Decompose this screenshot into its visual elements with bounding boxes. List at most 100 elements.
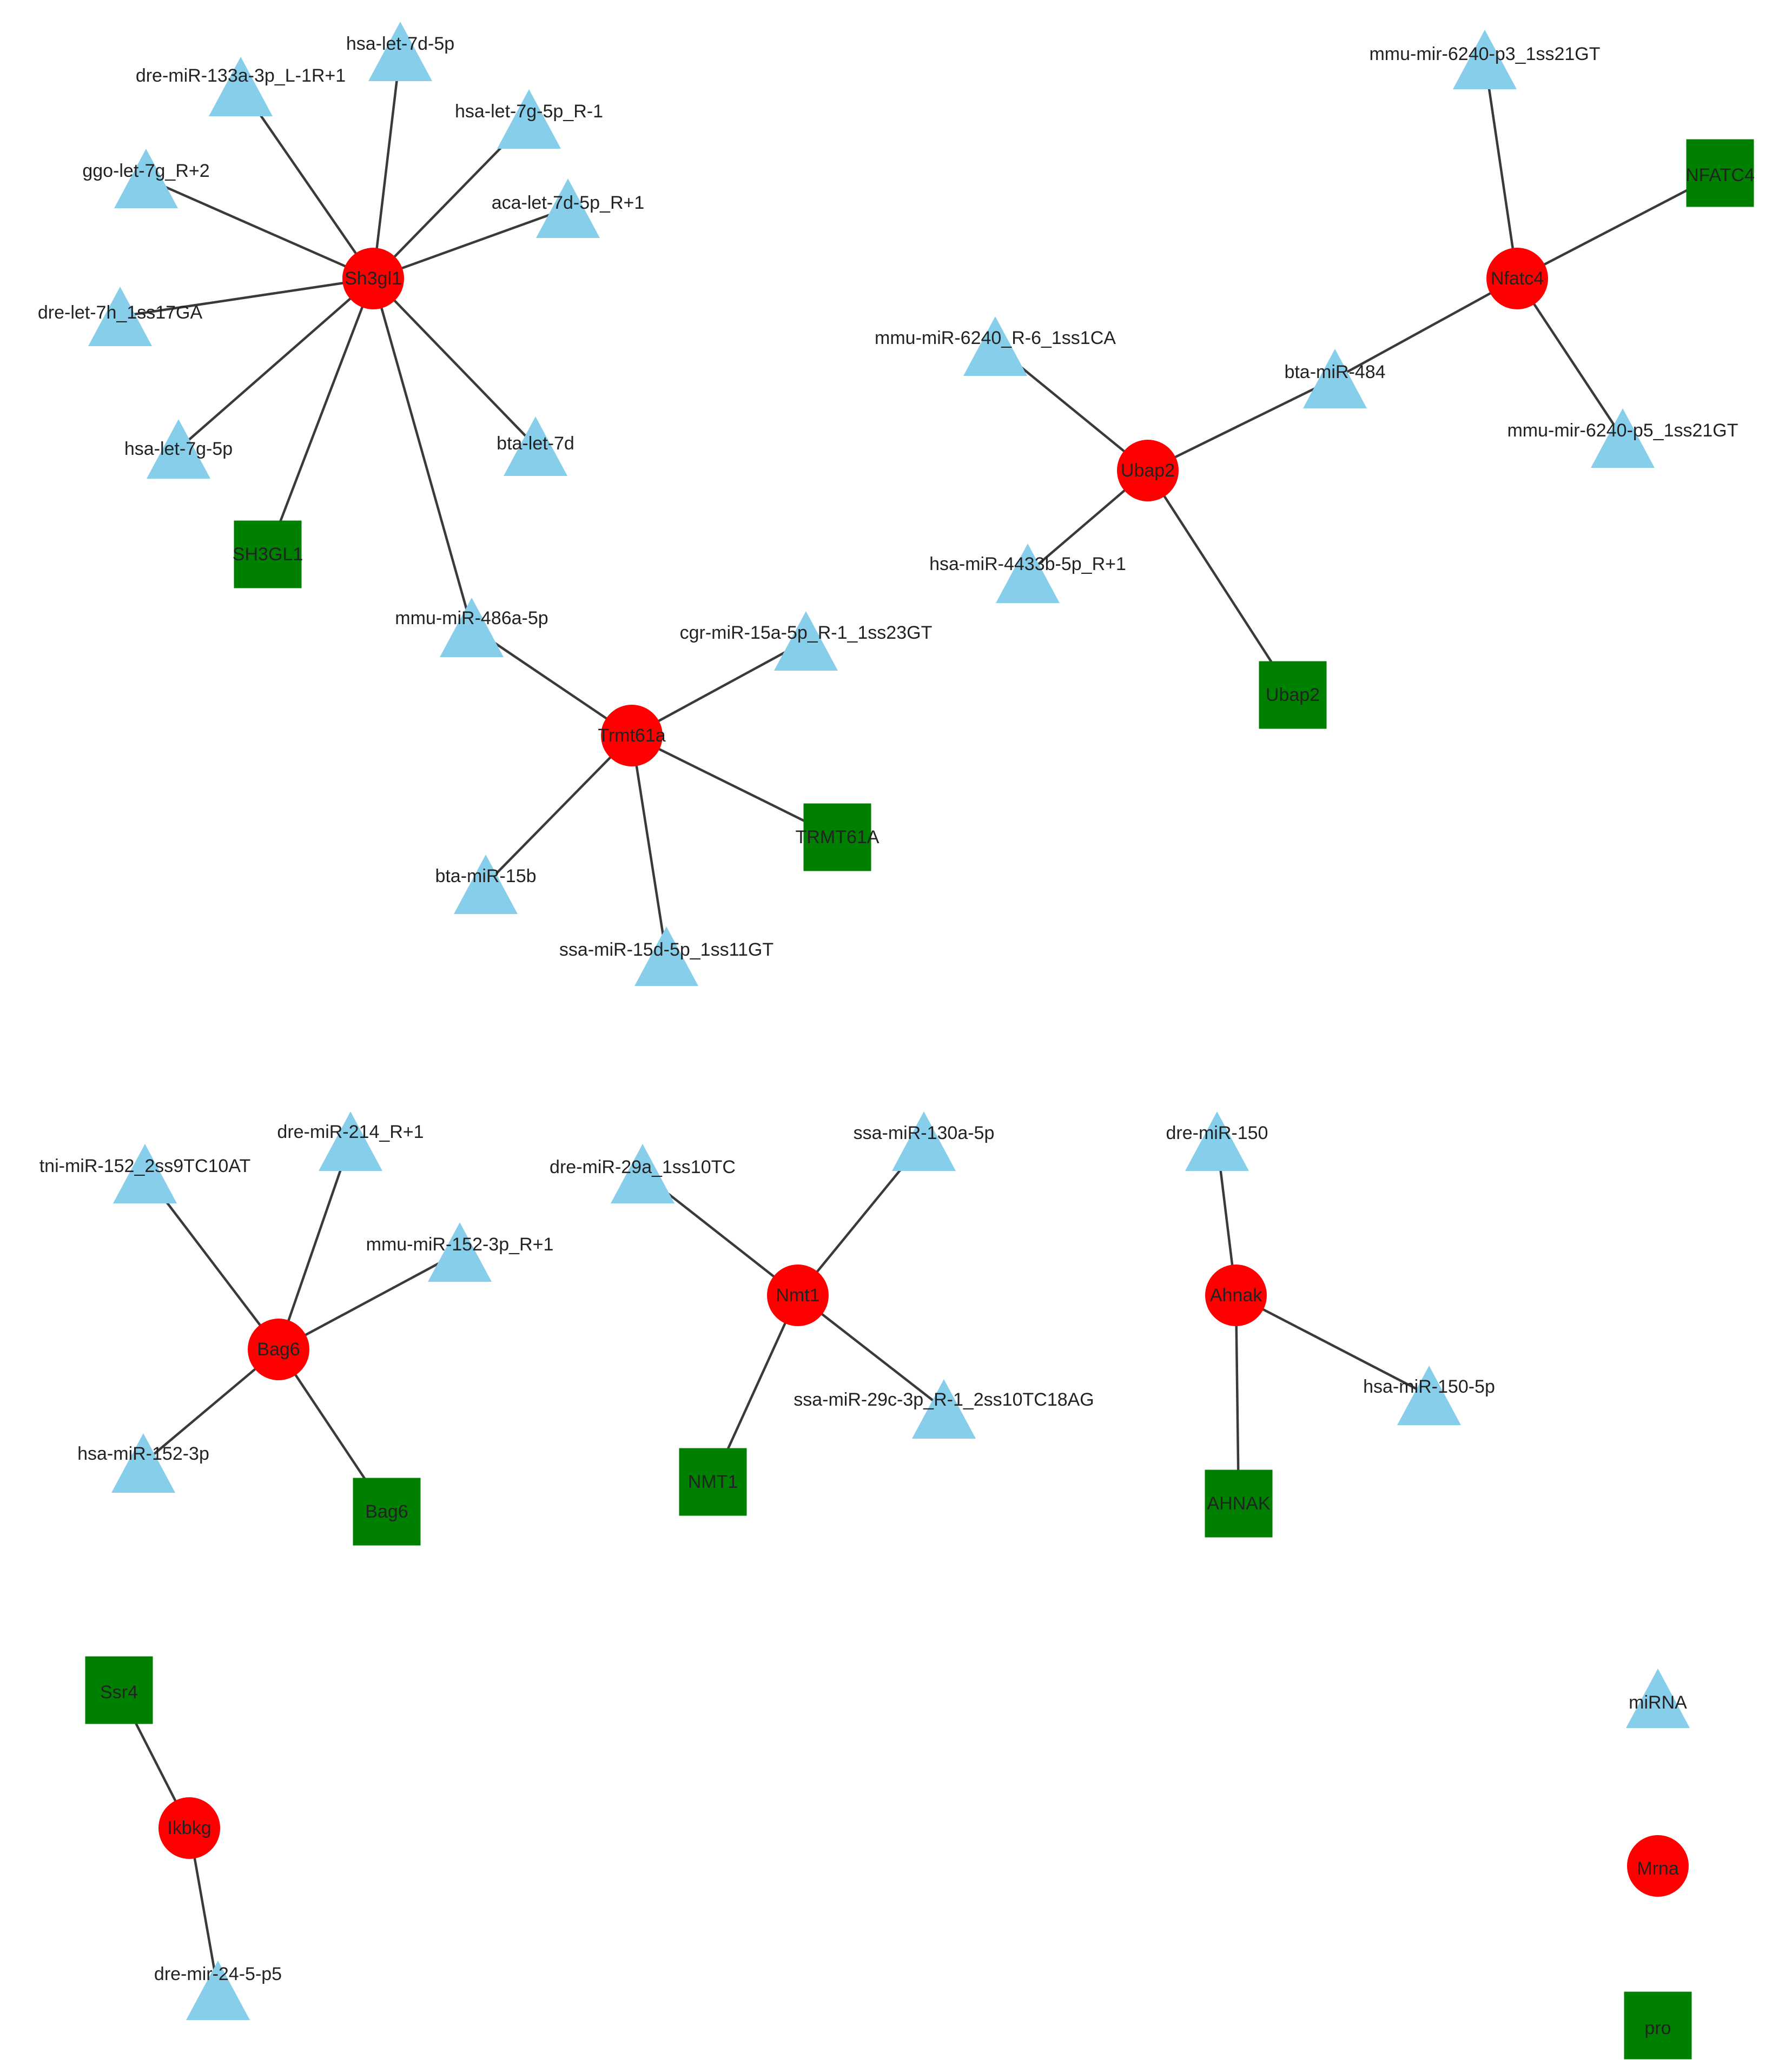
- legend-mirna-swatch: [1626, 1669, 1690, 1728]
- mirna-triangle: [963, 316, 1027, 376]
- pro-label: NFATC4: [1685, 165, 1755, 186]
- mirna-node-ssa-mir-29c-3p-r-1-2ss10tc18ag: ssa-miR-29c-3p_R-1_2ss10TC18AG: [794, 1379, 1094, 1439]
- edge-trmt61a-m9: [471, 626, 633, 737]
- edge-nfatc4-m10: [1483, 59, 1519, 279]
- pro-label: Ssr4: [100, 1682, 138, 1703]
- mirna-label: ssa-miR-130a-5p: [854, 1123, 995, 1143]
- mirna-node-hsa-mir-4433b-5p-r-1: hsa-miR-4433b-5p_R+1: [929, 544, 1126, 603]
- pro-node-sh3gl1: SH3GL1: [233, 520, 303, 588]
- mirna-label: hsa-let-7d-5p: [346, 34, 454, 54]
- mrna-label: Nfatc4: [1491, 268, 1544, 289]
- pro-node-nfatc4: NFATC4: [1685, 139, 1755, 207]
- mrna-circle: [158, 1797, 220, 1859]
- mrna-circle: [1486, 248, 1548, 309]
- mrna-node-sh3gl1: Sh3gl1: [342, 248, 404, 309]
- mirna-node-dre-mir-24-5-p5: dre-mir-24-5-p5: [154, 1961, 282, 2020]
- pro-node-ahnak: AHNAK: [1205, 1469, 1273, 1538]
- mrna-label: Ubap2: [1121, 460, 1175, 481]
- mirna-triangle: [454, 855, 518, 914]
- mirna-label: mmu-mir-6240-p5_1ss21GT: [1507, 420, 1738, 441]
- edge-trmt61a-m16: [485, 734, 633, 885]
- mirna-label: bta-miR-484: [1284, 362, 1385, 382]
- mrna-node-trmt61a: Trmt61a: [598, 705, 666, 766]
- mirna-label: hsa-miR-152-3p: [77, 1444, 209, 1464]
- mirna-label: bta-let-7d: [497, 433, 574, 454]
- protein-square: [1205, 1469, 1273, 1538]
- legend-mirna-label: miRNA: [1629, 1692, 1687, 1713]
- mirna-node-mmu-mir-6240-p5-1ss21gt: mmu-mir-6240-p5_1ss21GT: [1507, 408, 1738, 468]
- mirna-node-mmu-mir-486a-5p: mmu-miR-486a-5p: [395, 598, 548, 657]
- mirna-node-ggo-let-7g-r-2: ggo-let-7g_R+2: [82, 149, 210, 208]
- mirna-triangle: [1397, 1366, 1461, 1425]
- protein-square: [679, 1448, 747, 1516]
- mirna-label: ssa-miR-29c-3p_R-1_2ss10TC18AG: [794, 1389, 1094, 1410]
- protein-square: [85, 1656, 153, 1724]
- mirna-label: mmu-miR-6240_R-6_1ss1CA: [875, 328, 1116, 348]
- edge-nfatc4-m12: [1334, 277, 1518, 380]
- mirna-label: hsa-let-7g-5p: [124, 439, 233, 459]
- mirna-node-dre-let-7h-1ss17ga: dre-let-7h_1ss17GA: [38, 287, 203, 346]
- pro-label: TRMT61A: [796, 827, 880, 848]
- mrna-node-ubap2: Ubap2: [1117, 440, 1179, 501]
- edge-bag6-m18: [277, 1141, 352, 1350]
- mirna-node-tni-mir-152-2ss9tc10at: tni-miR-152_2ss9TC10AT: [39, 1144, 251, 1203]
- edge-ahnak-ahnak: [1234, 1295, 1240, 1504]
- mirna-node-aca-let-7d-5p-r-1: aca-let-7d-5p_R+1: [492, 178, 644, 238]
- mirna-triangle: [114, 149, 178, 208]
- edge-ubap2-m12: [1147, 377, 1335, 472]
- mirna-triangle: [1303, 349, 1367, 408]
- protein-square: [1686, 139, 1754, 207]
- mirna-label: hsa-miR-4433b-5p_R+1: [929, 554, 1126, 574]
- mirna-node-mmu-mir-6240-p3-1ss21gt: mmu-mir-6240-p3_1ss21GT: [1369, 30, 1601, 89]
- edge-sh3gl1-m5: [373, 207, 568, 280]
- edge-trmt61a-trmt61a: [631, 734, 838, 839]
- legend-item-pro: pro: [1624, 1991, 1692, 2060]
- mirna-triangle: [1591, 408, 1655, 468]
- pro-label: Ubap2: [1266, 685, 1320, 705]
- mirna-triangle: [1453, 30, 1517, 89]
- mirna-label: mmu-miR-152-3p_R+1: [366, 1234, 554, 1255]
- protein-square: [1259, 661, 1327, 729]
- mirna-label: dre-miR-214_R+1: [277, 1122, 424, 1142]
- mirna-node-dre-mir-29a-1ss10tc: dre-miR-29a_1ss10TC: [550, 1144, 736, 1203]
- pro-label: AHNAK: [1207, 1493, 1270, 1514]
- mrna-node-nmt1: Nmt1: [767, 1265, 829, 1326]
- pro-node-ssr4: Ssr4: [85, 1656, 153, 1724]
- mrna-circle: [601, 705, 663, 766]
- mirna-triangle: [504, 416, 567, 476]
- pro-node-bag6: Bag6: [353, 1478, 421, 1546]
- mirna-node-hsa-mir-152-3p: hsa-miR-152-3p: [77, 1433, 209, 1493]
- mrna-node-ahnak: Ahnak: [1205, 1265, 1267, 1326]
- mrna-label: Sh3gl1: [345, 268, 402, 289]
- pro-label: SH3GL1: [233, 544, 303, 565]
- pro-node-ubap2: Ubap2: [1259, 661, 1327, 729]
- legend-pro-label: pro: [1644, 2018, 1671, 2038]
- mirna-node-hsa-let-7d-5p: hsa-let-7d-5p: [346, 22, 454, 81]
- mirna-label: tni-miR-152_2ss9TC10AT: [39, 1156, 251, 1176]
- protein-square: [234, 520, 302, 588]
- mrna-node-bag6: Bag6: [248, 1319, 309, 1380]
- mirna-triangle: [147, 419, 210, 479]
- mirna-triangle: [536, 178, 600, 238]
- mirna-node-hsa-let-7g-5p: hsa-let-7g-5p: [124, 419, 233, 479]
- mirna-label: dre-let-7h_1ss17GA: [38, 302, 203, 323]
- mirna-node-ssa-mir-130a-5p: ssa-miR-130a-5p: [854, 1111, 995, 1171]
- edge-sh3gl1-sh3gl1: [266, 278, 375, 555]
- pro-node-trmt61a: TRMT61A: [796, 803, 880, 871]
- edge-trmt61a-m15: [631, 640, 807, 737]
- mirna-label: dre-miR-133a-3p_L-1R+1: [136, 65, 346, 86]
- edge-ubap2-ubap2-pro: [1147, 469, 1294, 696]
- mirna-triangle: [912, 1379, 976, 1439]
- edge-nfatc4-m13: [1516, 277, 1624, 439]
- mirna-node-dre-mir-133a-3p-l-1r-1: dre-miR-133a-3p_L-1R+1: [136, 57, 346, 116]
- mirna-node-hsa-mir-150-5p: hsa-miR-150-5p: [1363, 1366, 1495, 1425]
- mirna-node-dre-mir-150: dre-miR-150: [1166, 1111, 1268, 1171]
- mirna-triangle: [88, 287, 152, 346]
- legend-item-mirna: miRNA: [1626, 1669, 1690, 1728]
- legend-item-mrna: Mrna: [1627, 1835, 1689, 1897]
- legend-pro-swatch: [1624, 1991, 1692, 2060]
- mrna-circle: [1205, 1265, 1267, 1326]
- mirna-node-cgr-mir-15a-5p-r-1-1ss23gt: cgr-miR-15a-5p_R-1_1ss23GT: [680, 611, 932, 671]
